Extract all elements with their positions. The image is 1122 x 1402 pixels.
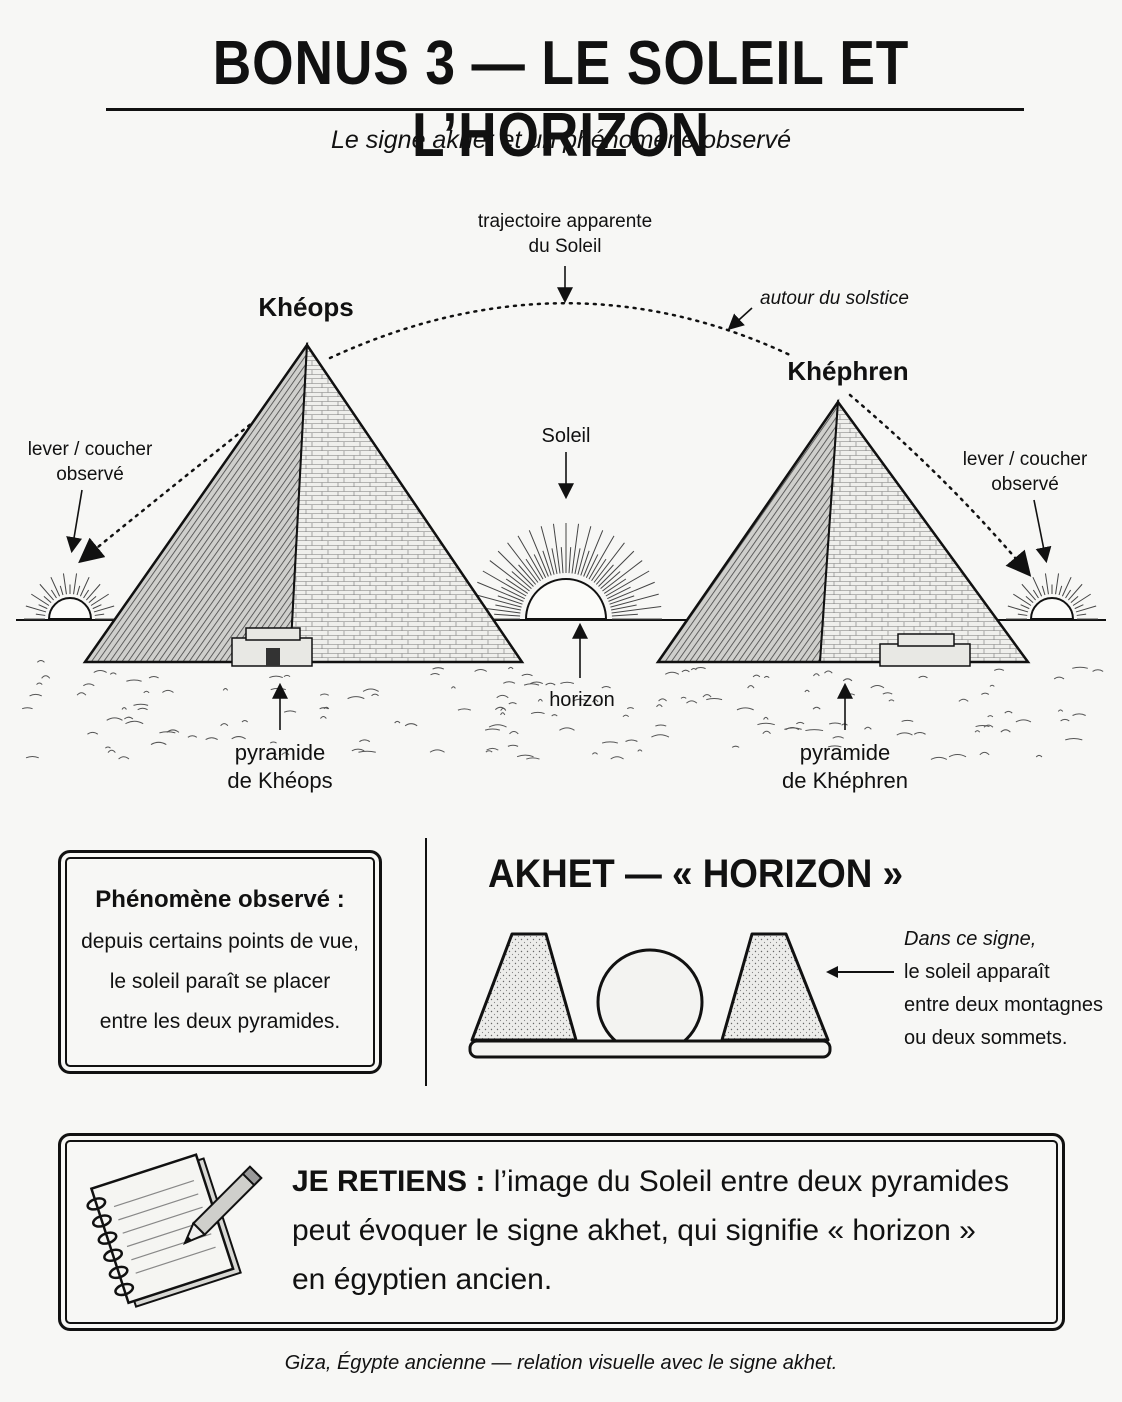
kheops-caption-line2: de Khéops [227,768,332,793]
title-rule [106,108,1024,111]
footer-caption: Giza, Égypte ancienne — relation visuell… [284,1352,838,1374]
left-trajectory-arc [78,383,302,564]
pyramids-scene: trajectoire apparente du Soleil autour d… [16,211,1106,793]
akhet-title: AKHET — « HORIZON » [488,852,904,896]
akhet-note-line: entre deux montagnes [904,994,1104,1016]
left-sun-label-line1: lever / coucher [28,439,153,460]
left-sun-label-line2: observé [56,464,124,485]
akhet-note-arrow [826,966,894,978]
right-sun-arrow [1033,499,1052,564]
retain-text: l’image du Soleil entre deux pyramides [493,1165,1009,1198]
page-title: BONUS 3 — LE SOLEIL ET L’HORIZON [212,29,910,170]
kheops-caption-line1: pyramide [235,740,325,765]
section-divider [425,838,427,1086]
khephren-temple [879,633,971,667]
solstice-arrow [727,307,753,331]
khephren-pyramid [655,398,1031,667]
retain-line-2: peut évoquer le signe akhet, qui signifi… [292,1214,976,1247]
retain-heading: JE RETIENS : [292,1165,486,1198]
right-sun [1006,573,1098,620]
phenomenon-box [58,850,382,1074]
trajectory-label-line1: trajectoire apparente [478,211,652,232]
left-mountain [470,932,578,1042]
kheops-temple [231,627,313,667]
khephren-title: Khéphren [787,356,908,386]
akhet-base [468,1039,832,1059]
akhet-note-line: le soleil apparaît [904,961,1050,983]
page-subtitle: Le signe akhet et un phénomène observé [330,126,792,154]
right-mountain [720,932,830,1042]
akhet-glyph [468,932,832,1059]
khephren-caption-line2: de Khéphren [782,768,908,793]
right-sun-label-line2: observé [991,474,1059,495]
akhet-note-line: ou deux sommets. [904,1027,1068,1049]
sun-trajectory-arc [328,302,792,360]
solstice-label: autour du solstice [760,288,909,309]
khephren-caption-line1: pyramide [800,740,890,765]
right-sun-label-line1: lever / coucher [963,449,1088,470]
kheops-pyramid [82,341,525,667]
right-trajectory-arc [848,393,1032,577]
trajectory-label-line2: du Soleil [529,236,602,257]
desert-ground [21,659,1104,760]
sun-label: Soleil [542,425,591,447]
retain-line-3: en égyptien ancien. [292,1263,553,1296]
akhet-note-line: Dans ce signe, [904,928,1037,950]
phenomenon-title: Phénomène observé : [95,886,345,913]
phenomenon-line: entre les deux pyramides. [99,1010,341,1033]
akhet-sun [596,948,704,1056]
kheops-title: Khéops [258,292,353,322]
phenomenon-line: le soleil paraît se placer [109,970,331,993]
central-sun [470,523,662,620]
left-sun [24,573,116,620]
phenomenon-line: depuis certains points de vue, [81,930,359,953]
retain-box [58,1133,1065,1331]
notebook-pencil-icon [86,1153,263,1308]
retain-line-1: JE RETIENS : l’image du Soleil entre deu… [292,1165,1009,1199]
horizon-label: horizon [549,689,615,711]
left-sun-arrow [66,489,83,554]
